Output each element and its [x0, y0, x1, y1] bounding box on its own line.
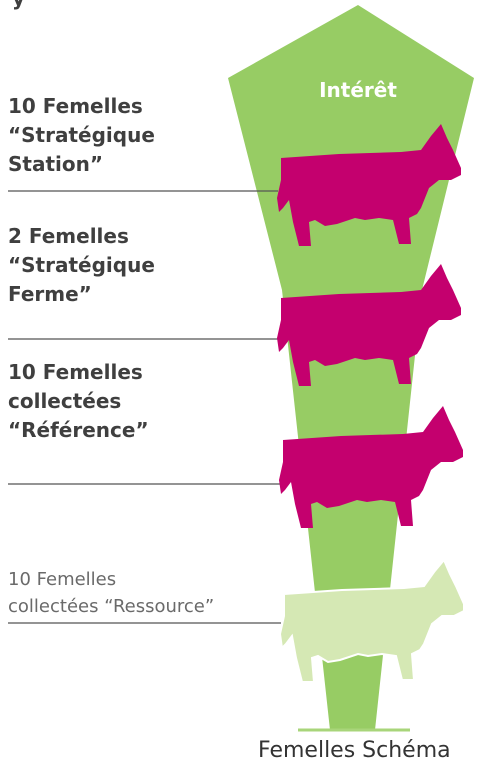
group-label-strategique-station: 10 Femelles “Stratégique Station” — [8, 92, 155, 179]
label-line: “Stratégique — [8, 123, 155, 147]
group-label-reference: 10 Femelles collectées “Référence” — [8, 358, 149, 445]
group-label-ressource: 10 Femelles collectées “Ressource” — [8, 566, 214, 620]
bottom-caption: Femelles Schéma — [258, 738, 451, 763]
funnel-title: Intérêt — [319, 78, 397, 102]
label-line: 10 Femelles — [8, 360, 143, 384]
label-line: 2 Femelles — [8, 224, 129, 248]
label-line: collectées “Ressource” — [8, 596, 215, 617]
label-line: 10 Femelles — [8, 94, 143, 118]
label-line: collectées — [8, 389, 122, 413]
label-line: Ferme” — [8, 282, 92, 306]
label-line: Station” — [8, 152, 103, 176]
group-label-strategique-ferme: 2 Femelles “Stratégique Ferme” — [8, 222, 155, 309]
label-line: “Référence” — [8, 418, 149, 442]
label-line: 10 Femelles — [8, 569, 117, 590]
label-line: “Stratégique — [8, 253, 155, 277]
header-partial-text: y — [12, 0, 25, 10]
